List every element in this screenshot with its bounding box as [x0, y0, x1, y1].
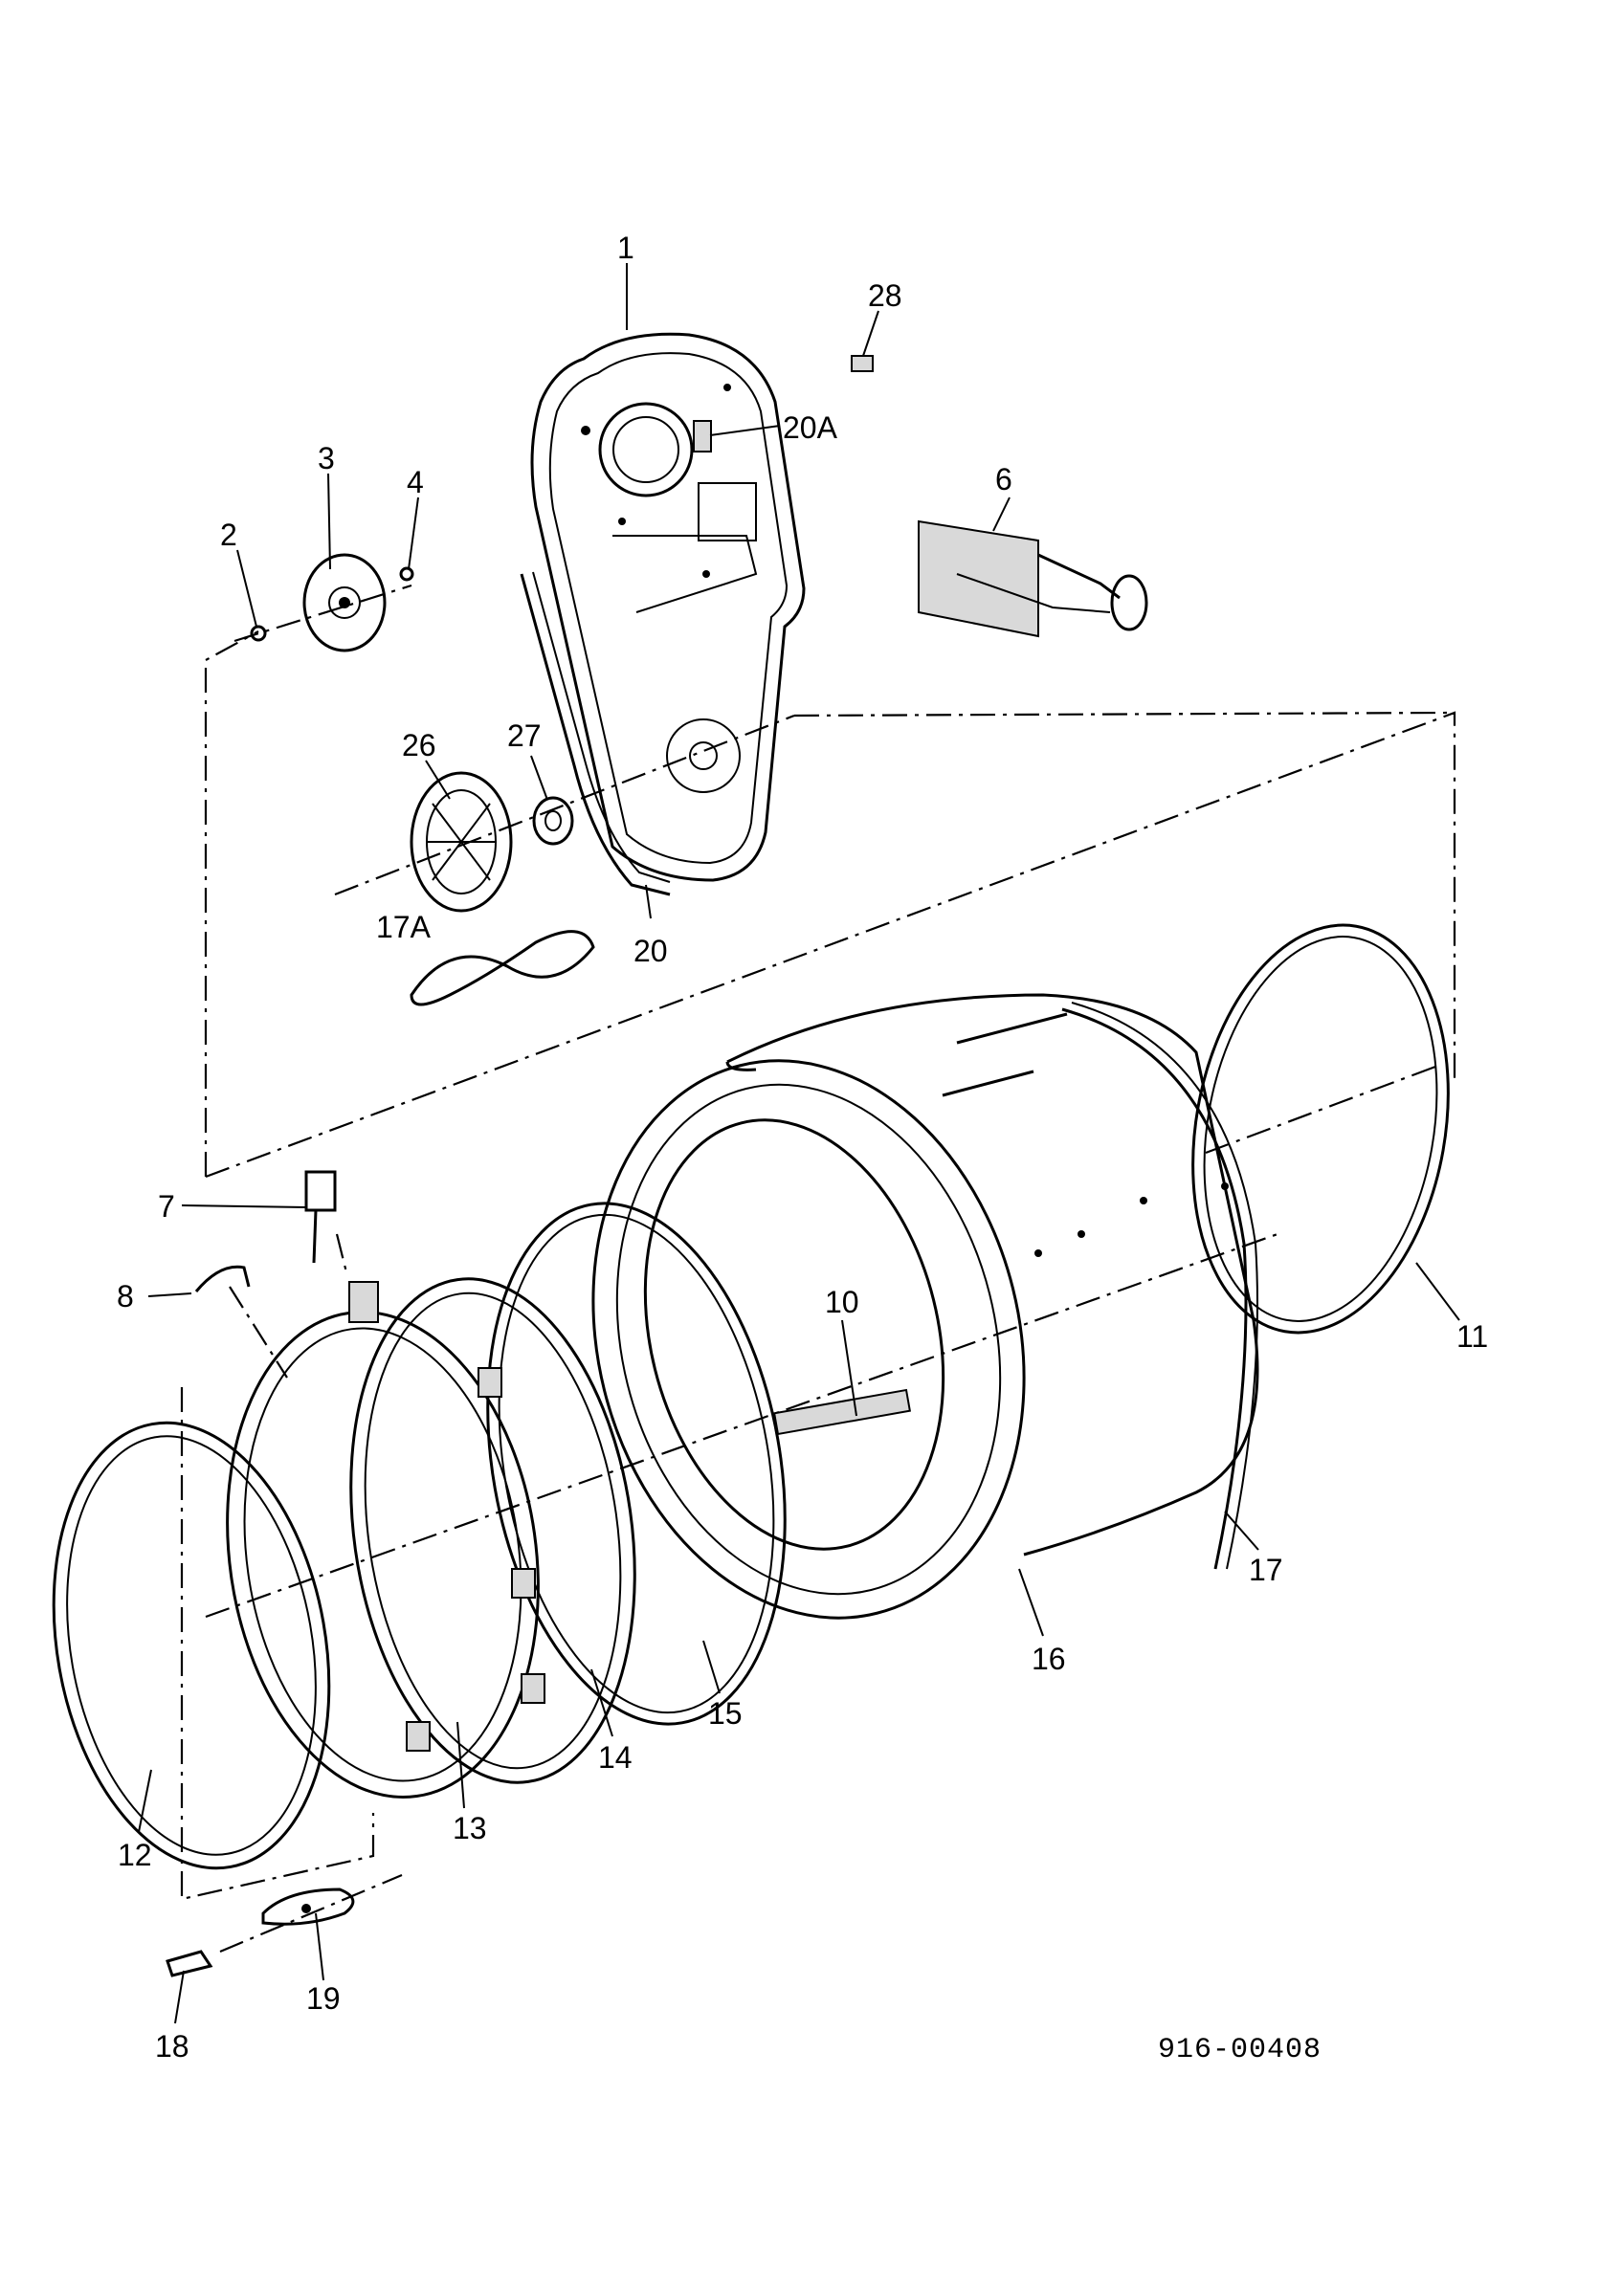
callout-20: 20 [633, 934, 668, 968]
rear-panel [530, 332, 806, 882]
callout-19: 19 [306, 1981, 341, 2016]
callout-15: 15 [708, 1696, 743, 1731]
callout-8: 8 [117, 1279, 134, 1314]
callout-28: 28 [868, 278, 902, 313]
front-gasket [52, 1421, 331, 1870]
callout-10: 10 [825, 1285, 859, 1319]
switch-axis [229, 1286, 288, 1379]
drum-axis [205, 1232, 1278, 1619]
belt [410, 930, 595, 1006]
frame-line-right [205, 711, 1456, 1179]
bearing-axis [233, 584, 412, 643]
axis-line-upper-right [793, 711, 1455, 718]
callout-13: 13 [453, 1811, 487, 1845]
fastener-4 [399, 566, 414, 582]
callout-20A: 20A [783, 410, 838, 445]
seal-strip [520, 571, 671, 896]
callout-27: 27 [507, 718, 542, 753]
callout-2: 2 [220, 518, 237, 552]
callout-16: 16 [1032, 1642, 1066, 1676]
callout-17: 17 [1249, 1553, 1283, 1587]
callout-labels: 1 2 3 4 6 7 8 10 11 12 13 14 15 16 17 17… [117, 231, 1488, 2066]
callout-26: 26 [402, 728, 436, 762]
door-switch [304, 1170, 337, 1264]
callout-4: 4 [407, 465, 424, 499]
switch-axis-2 [335, 1233, 348, 1273]
callout-17A: 17A [376, 910, 432, 944]
callout-7: 7 [158, 1189, 175, 1224]
callout-18: 18 [155, 2029, 189, 2064]
callout-3: 3 [318, 441, 335, 475]
bearing-plate [302, 553, 387, 652]
blower-hub [532, 796, 574, 846]
latch-axis [219, 1873, 403, 1954]
callout-6: 6 [995, 462, 1012, 497]
front-bulkhead [226, 1281, 545, 1799]
callout-12: 12 [118, 1838, 152, 1872]
fastener-2 [250, 625, 267, 642]
lamp-bracket [194, 1265, 251, 1292]
callout-11: 11 [1456, 1319, 1488, 1354]
leader-lines [138, 263, 1460, 2024]
assembly-lines [180, 584, 1456, 1954]
clip-28 [851, 355, 874, 372]
latch-plate [261, 1888, 355, 1926]
drum [591, 993, 1259, 1620]
callout-14: 14 [598, 1740, 633, 1775]
frame-line-lower [180, 1387, 375, 1901]
rear-ring-axis [1205, 1065, 1436, 1155]
axis-line-upper-left [334, 714, 795, 896]
document-number: 916-00408 [1158, 2034, 1322, 2066]
blower-wheel [410, 771, 513, 913]
heater-bracket [918, 519, 1148, 638]
front-ring [349, 1277, 636, 1784]
frame-line-left [204, 630, 259, 1177]
drum-seal-strip [1061, 1007, 1248, 1570]
callout-1: 1 [617, 231, 634, 265]
door-latch [166, 1950, 213, 1977]
